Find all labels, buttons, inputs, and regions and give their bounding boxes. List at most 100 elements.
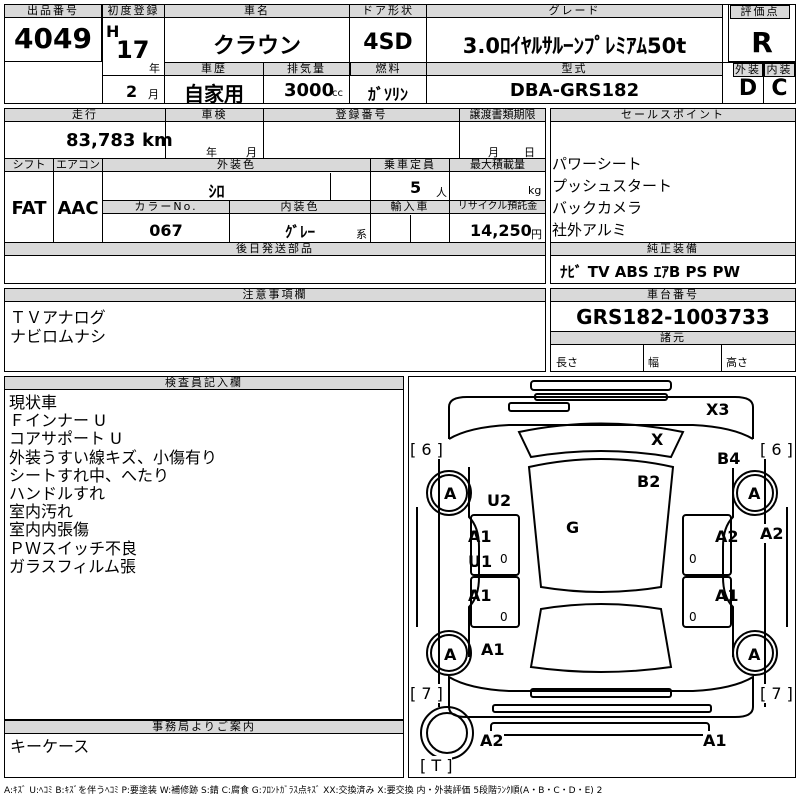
mark-a-tire-rr: A [748, 645, 761, 664]
divider [164, 4, 165, 104]
notes-label: 注意事項欄 [5, 289, 545, 302]
lot-number: 4049 [14, 22, 92, 55]
door-type: 4SD [363, 30, 413, 55]
tire-rr-label: [ 7 ] [760, 684, 793, 703]
first-reg-label: 初度登録 [102, 5, 164, 18]
inspector-line: コアサポート U [9, 429, 122, 449]
tire-rl-label: [ 7 ] [410, 684, 443, 703]
inspector-list: 現状車 Ｆインナー U コアサポート U 外装うすい線キズ、小傷有り シートすれ… [9, 393, 218, 576]
ac: AAC [57, 198, 99, 219]
ext-color-label: 外装色 [103, 159, 370, 172]
sales-point-item: パワーシート [552, 155, 642, 173]
divider [4, 158, 546, 159]
sales-point-item: 社外アルミ [552, 221, 627, 239]
int-color-suffix: 系 [356, 228, 367, 241]
reg-year: 17 [116, 36, 150, 64]
mark-a1-door-fl: A1 [468, 527, 492, 546]
equipment-value: ﾅﾋﾞ TV ABS ｴｱB PS PW [560, 263, 741, 281]
divider [102, 4, 103, 104]
inspector-line: ハンドルすれ [9, 484, 106, 504]
sales-point-item: バックカメラ [552, 199, 643, 217]
tire-fl-label: [ 6 ] [410, 440, 443, 459]
mileage-label: 走行 [5, 109, 165, 122]
mark-a-tire-fl: A [444, 484, 457, 503]
chassis-number: GRS182-1003733 [576, 305, 770, 329]
year-unit: 年 [149, 62, 160, 75]
notes-section [4, 288, 546, 372]
mark-g: G [566, 518, 580, 537]
office-list: キーケース [10, 738, 89, 756]
divider [164, 62, 796, 63]
int-color: ｸﾞﾚｰ [284, 223, 315, 241]
details-section [4, 108, 546, 284]
fuel: ｶﾞｿﾘﾝ [367, 85, 408, 104]
chassis-label: 車台番号 [551, 289, 795, 302]
import-label: 輸入車 [371, 201, 449, 214]
divider [722, 4, 723, 104]
mark-x3: X3 [706, 400, 730, 419]
sales-point-label: セールスポイント [551, 109, 795, 122]
insp-year-unit: 年 [206, 146, 217, 159]
mark-u1-door-fl: U1 [468, 552, 493, 571]
later-parts-label: 後日発送部品 [5, 243, 545, 256]
divider [643, 345, 644, 372]
divider [349, 4, 350, 62]
chassis-section [550, 288, 796, 372]
recycle-label: リサイクル預託金 [450, 201, 545, 214]
capacity: 5 [410, 178, 422, 197]
divider [263, 108, 264, 158]
inspector-line: シートすれ中、へたり [9, 465, 170, 485]
divider [410, 215, 411, 242]
mark-zero-rr: 0 [689, 610, 697, 624]
divider [721, 345, 722, 372]
ext-color: ｼﾛ [208, 182, 225, 201]
divider [165, 108, 166, 158]
mark-a2-rear-l: A2 [480, 731, 504, 750]
divider [263, 62, 264, 104]
grade-label: グレード [427, 5, 722, 18]
lot-number-box [4, 4, 102, 62]
displacement-label: 排気量 [264, 63, 349, 76]
inspector-line: 外装うすい線キズ、小傷有り [9, 447, 218, 467]
divider [550, 242, 796, 243]
interior-score: C [771, 76, 788, 101]
equipment-label: 純正装備 [551, 243, 795, 256]
tire-fr-label: [ 6 ] [760, 440, 793, 459]
reg-month: 2 [126, 82, 138, 101]
car-name: クラウン [212, 34, 301, 59]
load-label: 最大積載量 [450, 159, 545, 172]
month-unit: 月 [148, 88, 159, 101]
divider [550, 331, 796, 332]
mark-a1-door-rl: A1 [468, 586, 492, 605]
insp-month-unit: 月 [246, 146, 257, 159]
inspector-line: 室内汚れ [9, 502, 74, 522]
inspector-label: 検査員記入欄 [5, 377, 403, 390]
mark-a1-quarter-l: A1 [481, 640, 505, 659]
length-label: 長さ [556, 356, 578, 369]
int-color-label: 内装色 [230, 201, 370, 214]
mark-a1-door-rr: A1 [715, 586, 739, 605]
era: H [106, 22, 120, 41]
inspector-line: Ｆインナー U [9, 411, 106, 431]
fuel-label: 燃料 [350, 63, 426, 76]
mark-b4: B4 [717, 449, 741, 468]
inspector-line: 室内内張傷 [9, 520, 90, 540]
mark-zero-fr: 0 [689, 552, 697, 566]
inspector-line: 現状車 [9, 393, 58, 412]
inspector-section [4, 376, 404, 720]
divider [459, 108, 460, 158]
plate-label: 登録番号 [264, 109, 459, 122]
capacity-label: 乗車定員 [371, 159, 449, 172]
transfer-month-unit: 月 [488, 146, 499, 159]
office-label: 事務局よりご案内 [5, 721, 403, 734]
sales-point-item: プッシュスタート [552, 177, 673, 195]
divider [330, 173, 331, 200]
displacement-unit: cc [332, 88, 343, 99]
lot-number-label: 出品番号 [5, 5, 101, 18]
height-label: 高さ [726, 356, 748, 369]
divider [349, 62, 350, 104]
legend: A:ｷｽﾞ U:ﾍｺﾐ B:ｷｽﾞを伴うﾍｺﾐ P:要塗装 W:補修跡 S:錆 … [4, 786, 603, 796]
sales-point-list: パワーシート プッシュスタート バックカメラ 社外アルミ [552, 153, 672, 241]
load-unit: kg [528, 184, 542, 197]
divider [102, 75, 164, 76]
